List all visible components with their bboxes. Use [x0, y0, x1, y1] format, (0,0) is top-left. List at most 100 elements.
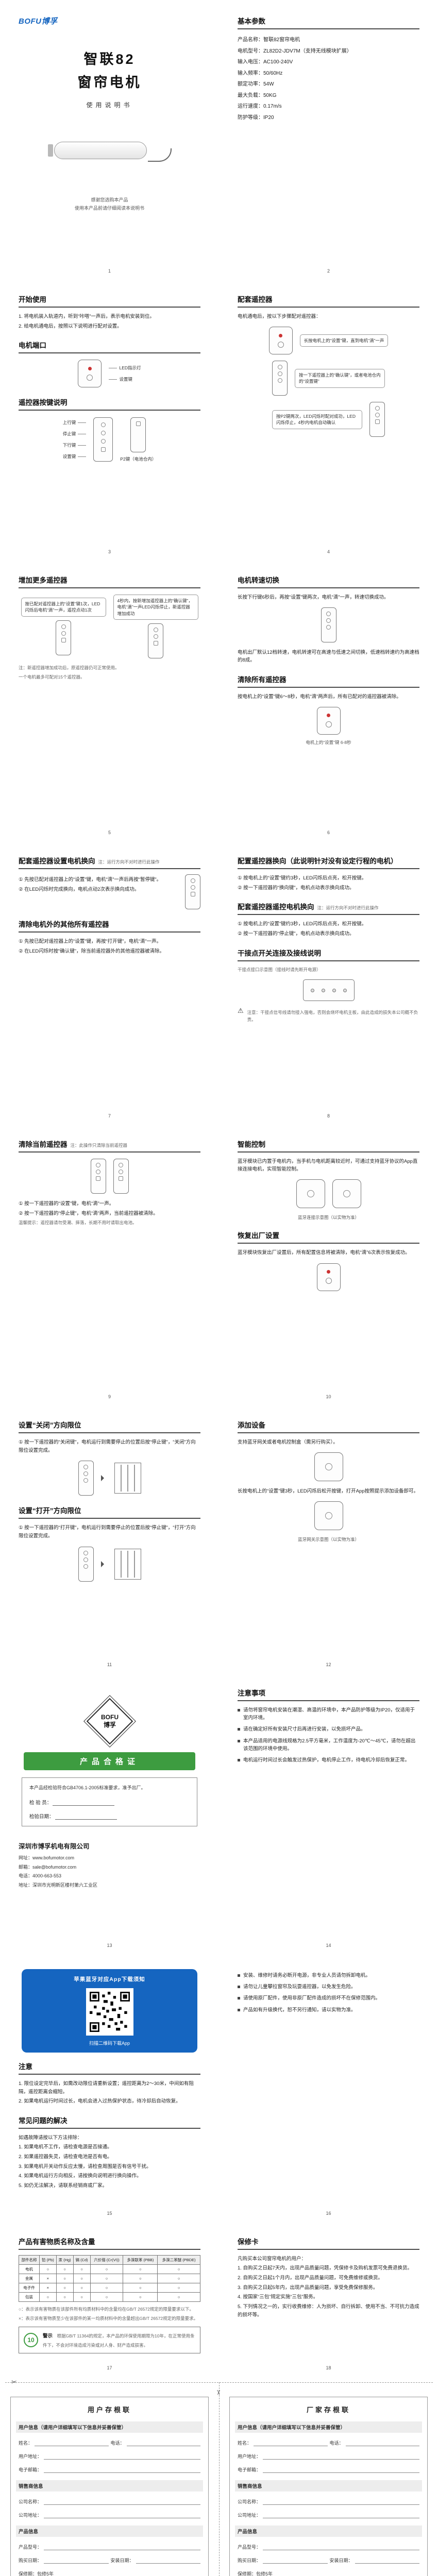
warranty-stub-form: 用户存根联 用户信息（请用户详细填写以下信息并妥善保管） 姓名： 电话： 用户地… — [10, 2397, 209, 2576]
page-precautions: 注意事项 请勿将窗帘电机安装在潮湿、高温的环境中，本产品防护等级为IP20，仅适… — [219, 1672, 438, 1953]
page-limits: 设置“关闭”方向限位 ① 按一下遥控器的“关闭键”，电机运行到需要停止的位置后按… — [0, 1404, 219, 1672]
motor-product-image — [19, 139, 200, 162]
precaution-item: 产品如有升级换代，恕不另行通知，请以实物为准。 — [238, 2006, 419, 2014]
form-field-label: 安装日期： — [329, 2558, 353, 2563]
form-blank-line — [263, 2467, 419, 2473]
sheet-row-1: BOFU博孚 智联82 窗帘电机 使用说明书 感谢您选购本产品 使用本产品前请仔… — [0, 0, 438, 278]
page-number: 11 — [107, 1662, 112, 1667]
step-line: 1. 将电机装入轨道内，听到“咔嗒”一声后，表示电机安装到位。 — [19, 314, 155, 319]
precaution-item: 请勿让儿童攀拉窗帘及玩耍遥控器，以免发生危险。 — [238, 1983, 419, 1991]
stub-field-rows: 用户信息（请用户详细填写以下信息并妥善保管） 姓名： 电话： 用户地址： — [235, 2421, 422, 2576]
add-remote-figures: 按已配对遥控器上的“设置”键1次，LED闪烁后电机“滴”一声，遥控点动1次 4秒… — [19, 595, 200, 658]
remote-button-dot — [61, 631, 66, 636]
direction-arrow-icon — [100, 1561, 107, 1567]
port-label: LED指示灯 — [119, 365, 141, 371]
form-blank-line — [44, 2545, 200, 2550]
form-row: 购买日期： 安装日期： — [19, 2557, 200, 2564]
heading-clear-all-remotes: 清除所有遥控器 — [238, 674, 419, 688]
form-blank-line — [44, 2454, 200, 2460]
hazard-note-circle: ○：表示该有害物质在该部件所有均质材料中的含量均在GB/T 26572规定的限量… — [19, 2307, 194, 2312]
heading-config-reverse: 配置遥控器换向（此说明针对没有设定行程的电机） — [238, 855, 419, 869]
spec-row: 防护等级：IP20 — [238, 114, 274, 121]
add-device-figure-2 — [238, 1501, 419, 1531]
heading-reverse-via-remote: 配套遥控器设置电机换向 注：运行方向不对时进行此操作 — [19, 855, 200, 869]
motor-port-figure: LED指示灯 设置键 — [19, 360, 200, 388]
curtain-panel-line — [127, 1550, 128, 1578]
hazard-cell: ○ — [56, 2292, 74, 2302]
spec-row: 额定功率：54W — [238, 81, 274, 87]
warranty-term-line: 5. 下列情况之一的，实行收费维修：人为损坏、自行拆卸、使用不当、不可抗力造成的… — [238, 2303, 419, 2318]
remote-back-figure: P2键（电池仓内） — [120, 417, 156, 462]
form-blank-line — [44, 2558, 109, 2564]
form-row: 用户地址： — [19, 2453, 200, 2460]
brand-logo: BOFU博孚 — [19, 17, 58, 26]
remote-illustration — [148, 623, 163, 658]
app-download-panel: 苹果蓝牙对应App下载须知 — [22, 1969, 197, 2053]
leader-line — [78, 456, 87, 457]
gateway-device-illustration — [314, 1501, 343, 1531]
spec-row: 最大负载：50KG — [238, 92, 277, 98]
epup-warning-label: 警示 — [43, 2333, 53, 2340]
form-row: 保修期：包修5年 — [19, 2570, 200, 2576]
remote-button-dot — [61, 624, 66, 629]
diamond-logo-bottom: 博孚 — [103, 1721, 116, 1728]
device-dot — [325, 1463, 332, 1471]
heading-warranty-card: 保修卡 — [238, 2236, 419, 2250]
page-number: 7 — [108, 1113, 111, 1118]
remote-reverse-steps: ① 按电机上的“设置”键约3秒，LED闪烁后点亮，松开按键。② 按一下遥控器的“… — [238, 920, 419, 938]
terminal-dot — [332, 988, 336, 992]
certificate-statement: 本产品经检验符合GB4706.1-2005标准要求，准予出厂。 — [29, 1785, 146, 1790]
remote-button-dot — [83, 1550, 88, 1555]
page-reverse-configs: 配置遥控器换向（此说明针对没有设定行程的电机） ① 按电机上的“设置”键约3秒，… — [219, 840, 438, 1123]
hazard-cell: ○ — [90, 2274, 124, 2283]
hazard-cell: ○ — [123, 2292, 158, 2302]
remote-illustration — [369, 402, 385, 437]
page-speed-clear: 电机转速切换 长按下行键6秒后，再按“设置”键两次，电机“滴”一声，转速切换成功… — [219, 559, 438, 840]
key-label-row: 上行键 — [63, 419, 87, 426]
remote-button-dot — [375, 413, 380, 418]
form-field-label: 电子邮箱： — [19, 2467, 42, 2472]
warning-icon: ⚠ — [238, 1007, 244, 1015]
form-field-label: 用户地址： — [19, 2454, 42, 2459]
hazard-cell: ○ — [73, 2274, 91, 2283]
heading-getting-started: 开始使用 — [19, 294, 200, 308]
form-blank-line — [136, 2558, 200, 2564]
form-row: 姓名： 电话： — [19, 2439, 200, 2446]
form-blank-line — [254, 2441, 328, 2446]
remote-illustration — [113, 1159, 129, 1194]
note-line: 2. 如果电机运行时间过长，电机会进入过热保护状态，待冷却后自动恢复。 — [19, 2098, 181, 2105]
page-number: 15 — [107, 2211, 112, 2216]
add-remote-callout-1: 按已配对遥控器上的“设置”键1次，LED闪烁后电机“滴”一声，遥控点动1次 — [21, 598, 106, 617]
faq-line: 4. 如果电机运行方向相反，请按换向说明进行换向操作。 — [19, 2173, 142, 2179]
form-row: 公司地址： — [238, 2512, 419, 2518]
setting-button-icon — [87, 374, 93, 381]
heading-text: 清除当前遥控器 — [19, 1141, 68, 1148]
form-field-label: 电话： — [329, 2441, 344, 2446]
warranty-term-line: 1. 自购买之日起7天内，出现产品质量问题，凭保修卡及购机发票可免费退换货。 — [238, 2265, 412, 2272]
epup-warning-content: 警示 根据GB/T 11364的规定，本产品的环保使用期限为10年，在正常使用条… — [43, 2331, 195, 2349]
remote-button-dot — [277, 378, 282, 383]
scissors-icon: ✂ — [214, 2389, 223, 2396]
device-dot — [307, 1190, 314, 1198]
form-blank-line — [263, 2454, 419, 2460]
precaution-text: 请勿让儿童攀拉窗帘及玩耍遥控器，以免发生危险。 — [243, 1984, 356, 1990]
page-number: 17 — [107, 2365, 112, 2370]
key-label: 停止键 — [62, 431, 76, 437]
form-field-label: 电话： — [110, 2441, 125, 2446]
add-remote-figure-1: 按已配对遥控器上的“设置”键1次，LED闪烁后电机“滴”一声，遥控点动1次 — [21, 598, 106, 655]
heading-motor-ports: 电机端口 — [19, 340, 200, 354]
certificate-banner: 产品合格证 — [24, 1752, 195, 1770]
company-phone: 电话：4000-663-553 — [19, 1873, 62, 1879]
step-line: ② 在LED闪烁时按“确认键”，除当前遥控器外的其他遥控器被清除。 — [19, 948, 164, 954]
page-getting-started: 开始使用 1. 将电机装入轨道内，听到“咔嗒”一声后，表示电机安装到位。2. 给… — [0, 278, 219, 559]
heading-faq: 常见问题的解决 — [19, 2115, 200, 2129]
wiring-terminal-illustration — [302, 979, 355, 1002]
form-field-label: 产品信息 — [19, 2529, 39, 2535]
remote-button-dot — [96, 1163, 100, 1167]
hazard-cell: × — [39, 2283, 57, 2293]
form-blank-line — [345, 2441, 419, 2446]
heading-remote-reverse: 配套遥控器遥控电机换向 注：运行方向不对时进行此操作 — [238, 901, 419, 916]
form-field-label: 购买日期： — [238, 2558, 261, 2563]
remote-button-dot — [96, 1170, 100, 1174]
company-website: 网址：www.bofumotor.com — [19, 1855, 75, 1861]
